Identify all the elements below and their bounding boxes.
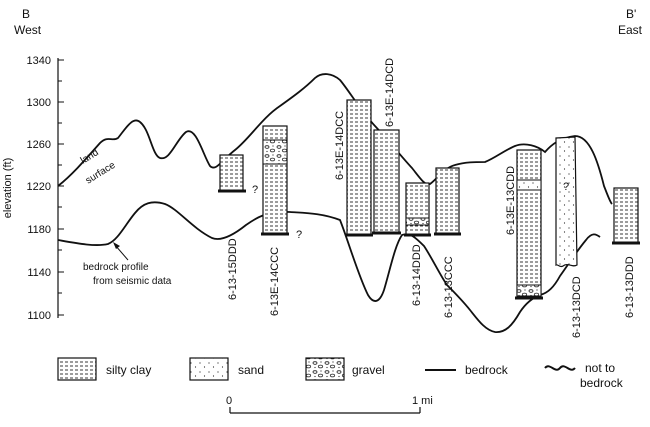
bedrock-arrow-head (113, 242, 120, 249)
well-label: 6-13E-14DCC (334, 111, 346, 180)
legend-silty-clay-swatch (57, 357, 97, 381)
well-label: 6-13-13DCD (571, 276, 583, 338)
legend-not-to-bedrock-line (544, 365, 576, 371)
y-tick-label: 1220 (27, 181, 51, 193)
legend-silty-clay-label: silty clay (106, 363, 151, 377)
question-mark: ? (296, 229, 302, 241)
legend-gravel-swatch (305, 357, 345, 381)
well-label: 6-13E-14CCC (269, 247, 281, 316)
legend-gravel-label: gravel (352, 363, 385, 377)
well-column (515, 149, 543, 300)
section-right-direction: East (618, 23, 643, 37)
bedrock-profile-label: from seismic data (93, 276, 172, 287)
y-tick-label: 1300 (27, 97, 51, 109)
y-tick-label: 1140 (27, 267, 51, 279)
land-surface-line (57, 73, 613, 205)
legend-sand-label: sand (238, 363, 264, 377)
well-label: 6-13E-14DCD (384, 58, 396, 127)
well-label: 6-13-13DDD (624, 256, 636, 318)
well-column (372, 129, 401, 235)
well-column (218, 154, 246, 193)
y-tick-label: 1180 (27, 224, 51, 236)
legend-sand-swatch (189, 357, 229, 381)
well-column (345, 99, 373, 237)
bedrock-profile-label: bedrock profile (83, 262, 149, 273)
scale-bar (229, 407, 421, 414)
scale-end-label: 1 mi (412, 395, 433, 407)
well-column (555, 136, 578, 268)
well-column (261, 125, 289, 236)
legend-not-to-bedrock-label: not to (585, 361, 615, 375)
legend: silty clay sand gravel bedrock not to be… (57, 357, 624, 390)
well-column (434, 167, 461, 236)
well-column (612, 187, 640, 245)
section-left-letter: B (22, 7, 30, 21)
section-left-direction: West (14, 23, 42, 37)
y-axis-ticks (58, 59, 64, 316)
well-column (404, 182, 431, 237)
legend-not-to-bedrock-label: bedrock (580, 376, 624, 390)
y-tick-label: 1100 (27, 310, 51, 322)
y-tick-label: 1340 (27, 55, 51, 67)
well-label: 6-13E-13CDD (505, 166, 517, 235)
well-label: 6-13-15DDD (227, 238, 239, 300)
scale-start-label: 0 (226, 395, 232, 407)
well-label: 6-13-13CCC (443, 256, 455, 318)
well-label: 6-13-14DDD (411, 244, 423, 306)
land-label: land (79, 147, 101, 166)
legend-bedrock-label: bedrock (465, 363, 509, 377)
y-tick-label: 1260 (27, 139, 51, 151)
question-mark: ? (563, 181, 569, 193)
section-right-letter: B' (626, 7, 636, 21)
question-mark: ? (252, 184, 258, 196)
y-axis-label: elevation (ft) (2, 158, 14, 219)
